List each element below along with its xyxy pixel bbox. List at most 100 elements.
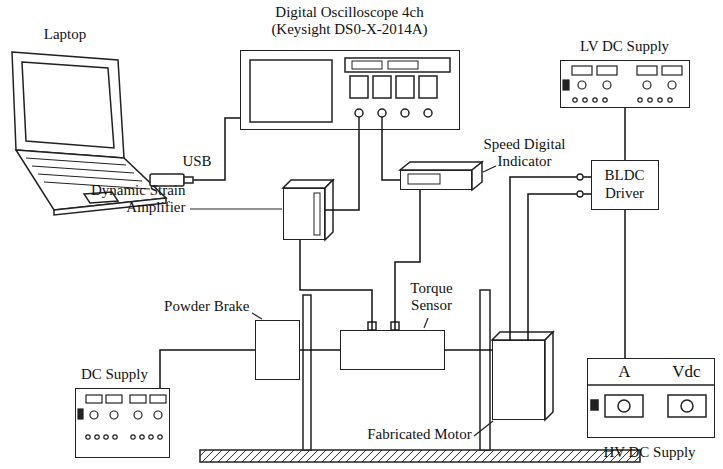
lv-supply-panel	[597, 66, 617, 75]
oscilloscope-panel	[355, 109, 363, 117]
dc-supply-panel	[113, 435, 117, 439]
oscilloscope-panel	[378, 109, 386, 117]
hv-supply-panel	[668, 395, 706, 417]
lv-supply-panel	[603, 98, 607, 102]
dc-supply-panel	[78, 395, 166, 439]
fabricated-motor: Fabricated Motor	[492, 340, 545, 420]
leader-line	[252, 313, 262, 319]
dc-supply-panel	[158, 435, 162, 439]
power-cable	[624, 108, 626, 160]
dc-supply: DC Supply	[75, 388, 170, 458]
indicator-box-faces	[400, 162, 482, 190]
device-label: Dynamic Strain Amplifier	[66, 182, 186, 217]
device-label: Speed Digital Indicator	[475, 136, 575, 171]
indicator-box-faces	[472, 162, 482, 190]
lv-dc-supply: LV DC Supply	[560, 60, 690, 108]
oscilloscope-panel	[250, 58, 450, 130]
power-cable	[624, 210, 626, 358]
motor-box-faces	[545, 332, 553, 420]
oscilloscope-panel	[373, 76, 391, 98]
speed-indicator: Speed Digital Indicator	[400, 170, 472, 190]
dc-supply-panel	[150, 395, 166, 403]
dc-supply-panel	[130, 395, 146, 403]
sensor-cable	[300, 240, 372, 330]
oscilloscope-panel	[396, 76, 414, 98]
lv-supply-panel	[643, 81, 651, 89]
oscilloscope-panel	[350, 76, 368, 98]
dc-supply-panel	[95, 435, 99, 439]
hv-supply-panel	[587, 385, 715, 417]
strain-amplifier: Dynamic Strain Amplifier	[283, 188, 325, 240]
oscilloscope-panel	[388, 61, 418, 69]
device-label: Fabricated Motor	[355, 426, 485, 443]
oscilloscope-panel	[359, 117, 382, 130]
dc-supply-panel	[86, 395, 102, 403]
lv-supply-panel	[578, 81, 586, 89]
phase-cable	[510, 177, 591, 340]
panel-label: Vdc	[667, 362, 707, 382]
wire-terminal	[577, 174, 583, 180]
amplifier-box-faces	[314, 193, 320, 235]
device-label: Laptop	[20, 26, 110, 43]
hv-supply-panel	[681, 400, 693, 412]
lv-supply-panel	[593, 98, 597, 102]
leader-line	[483, 166, 496, 172]
laptop-drawing	[12, 52, 124, 158]
lv-supply-panel	[662, 66, 682, 75]
lv-supply-panel	[563, 66, 682, 102]
signal-cable	[325, 130, 359, 210]
hv-supply-panel	[605, 395, 643, 417]
hv-supply-panel	[587, 384, 715, 386]
oscilloscope: Digital Oscilloscope 4ch (Keysight DS0-X…	[240, 50, 460, 130]
indicator-box-faces	[408, 174, 440, 184]
lv-supply-panel	[648, 98, 652, 102]
oscilloscope-panel	[352, 61, 382, 69]
usb-cable	[168, 118, 240, 180]
dc-supply-panel	[86, 435, 90, 439]
dc-supply-panel	[154, 411, 162, 419]
hv-supply-panel	[591, 400, 598, 410]
leader-line	[424, 318, 428, 328]
dc-supply-panel	[110, 411, 118, 419]
oscilloscope-panel	[424, 109, 432, 117]
device-label: LV DC Supply	[560, 38, 690, 55]
dc-supply-panel	[131, 435, 135, 439]
bench-frame	[200, 450, 640, 462]
panel-label: A	[610, 362, 640, 382]
torque-sensor: Torque Sensor	[340, 330, 445, 370]
dc-supply-panel	[140, 435, 144, 439]
lv-supply-panel	[668, 81, 676, 89]
device-label: Digital Oscilloscope 4ch (Keysight DS0-X…	[255, 4, 445, 39]
lv-supply-panel	[603, 81, 611, 89]
shaft	[300, 349, 340, 351]
device-label: Torque Sensor	[401, 280, 463, 315]
lv-supply-panel	[668, 98, 672, 102]
oscilloscope-panel	[250, 60, 332, 122]
oscilloscope-panel	[345, 58, 450, 72]
bldc-driver: BLDC Driver	[591, 160, 659, 210]
lv-supply-panel	[572, 66, 592, 75]
dc-supply-panel	[104, 435, 108, 439]
lv-supply-panel	[573, 98, 577, 102]
oscilloscope-panel	[401, 109, 409, 117]
motor-box-faces	[492, 332, 553, 340]
wire-terminal	[577, 174, 583, 197]
lv-supply-panel	[638, 98, 642, 102]
shaft	[445, 349, 492, 351]
device-label: HV DC Supply	[580, 444, 720, 461]
indicator-box-faces	[400, 162, 482, 170]
leader-line	[190, 208, 282, 209]
dc-supply-panel	[149, 435, 153, 439]
dc-supply-panel	[90, 411, 98, 419]
laptop-drawing	[22, 62, 114, 148]
dc-supply-panel	[134, 411, 142, 419]
dc-supply-panel	[78, 409, 83, 419]
lv-supply-panel	[583, 98, 587, 102]
hv-supply-panel	[618, 400, 630, 412]
phase-cable	[528, 194, 591, 340]
device-label: Powder Brake	[130, 298, 250, 315]
dc-supply-panel	[106, 395, 122, 403]
